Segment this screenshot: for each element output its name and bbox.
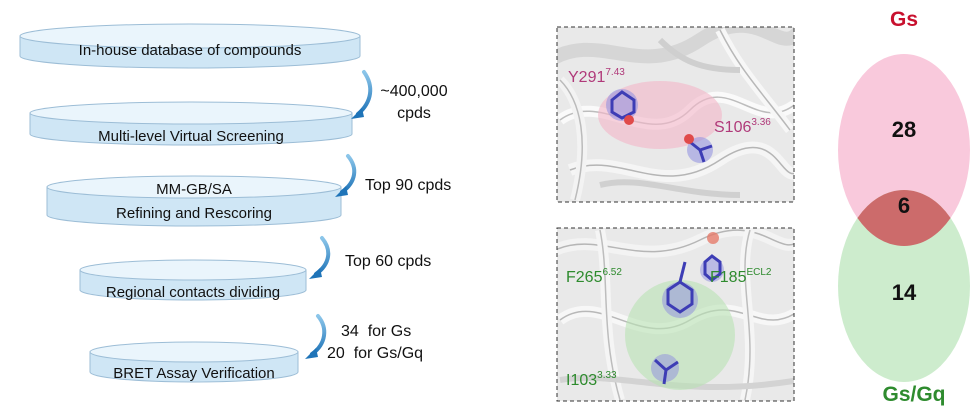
residue-label-f185: F185ECL2 bbox=[710, 267, 772, 286]
structure-panel-top: Y2917.43 S1063.36 bbox=[556, 26, 795, 203]
workflow-arrow-2 bbox=[335, 154, 357, 197]
workflow-arrow-3 bbox=[309, 236, 331, 279]
ligand-i103 bbox=[651, 354, 679, 385]
venn-gsgq-ellipse bbox=[838, 190, 970, 382]
venn-gsgq-label: Gs/Gq bbox=[882, 383, 945, 406]
venn-diagram: Gs 28 6 14 Gs/Gq bbox=[838, 8, 970, 406]
workflow-arrow-4 bbox=[305, 314, 327, 359]
arrow-note-3: Top 60 cpds bbox=[345, 253, 431, 270]
venn-overlap-count: 6 bbox=[898, 193, 910, 218]
ligand-s106 bbox=[684, 134, 713, 163]
arrow-note-1-line2: cpds bbox=[397, 105, 431, 122]
residue-y291-name: Y291 bbox=[568, 69, 605, 86]
workflow-step-2-label: Multi-level Virtual Screening bbox=[98, 128, 284, 145]
ligand-f265 bbox=[662, 232, 719, 318]
residue-label-f265: F2656.52 bbox=[566, 267, 622, 286]
workflow-step-1: In-house database of compounds bbox=[19, 23, 361, 69]
venn-gs-ellipse bbox=[838, 54, 970, 246]
residue-f185-name: F185 bbox=[710, 269, 747, 286]
residue-f265-name: F265 bbox=[566, 269, 603, 286]
arrow-note-2: Top 90 cpds bbox=[365, 177, 451, 194]
workflow-step-3-label-line1: MM-GB/SA bbox=[156, 181, 232, 198]
residue-i103-sup: 3.33 bbox=[597, 370, 617, 381]
residue-s106-sup: 3.36 bbox=[751, 117, 771, 128]
arrow-note-1-line1: ~400,000 bbox=[380, 83, 447, 100]
ligand-f185 bbox=[700, 254, 724, 282]
residue-f185-sup: ECL2 bbox=[746, 267, 771, 278]
workflow-step-3: MM-GB/SA Refining and Rescoring bbox=[46, 175, 342, 227]
venn-gsgq-only-count: 14 bbox=[892, 280, 917, 305]
workflow-step-4: Regional contacts dividing bbox=[79, 259, 307, 301]
arrow-note-4-line2: 20 for Gs/Gq bbox=[327, 345, 423, 362]
workflow-step-5: BRET Assay Verification bbox=[89, 341, 299, 383]
residue-i103-name: I103 bbox=[566, 372, 597, 389]
residue-label-y291: Y2917.43 bbox=[568, 67, 625, 86]
workflow-step-5-label: BRET Assay Verification bbox=[113, 365, 274, 382]
residue-label-s106: S1063.36 bbox=[714, 117, 771, 136]
workflow-step-2: Multi-level Virtual Screening bbox=[29, 101, 353, 146]
residue-y291-sup: 7.43 bbox=[605, 67, 625, 78]
workflow-step-4-label: Regional contacts dividing bbox=[106, 284, 280, 301]
residue-label-i103: I1033.33 bbox=[566, 370, 617, 389]
residue-f265-sup: 6.52 bbox=[602, 267, 622, 278]
venn-gs-label: Gs bbox=[890, 8, 918, 31]
residue-s106-name: S106 bbox=[714, 119, 751, 136]
workflow-arrow-1 bbox=[351, 70, 373, 119]
ligand-y291 bbox=[606, 89, 638, 125]
structure-panel-bottom: F2656.52 F185ECL2 I1033.33 bbox=[556, 227, 795, 402]
workflow-step-1-label: In-house database of compounds bbox=[79, 42, 302, 59]
arrow-note-4-line1: 34 for Gs bbox=[341, 323, 411, 340]
venn-gs-only-count: 28 bbox=[892, 117, 916, 142]
workflow-step-3-label-line2: Refining and Rescoring bbox=[116, 205, 272, 222]
